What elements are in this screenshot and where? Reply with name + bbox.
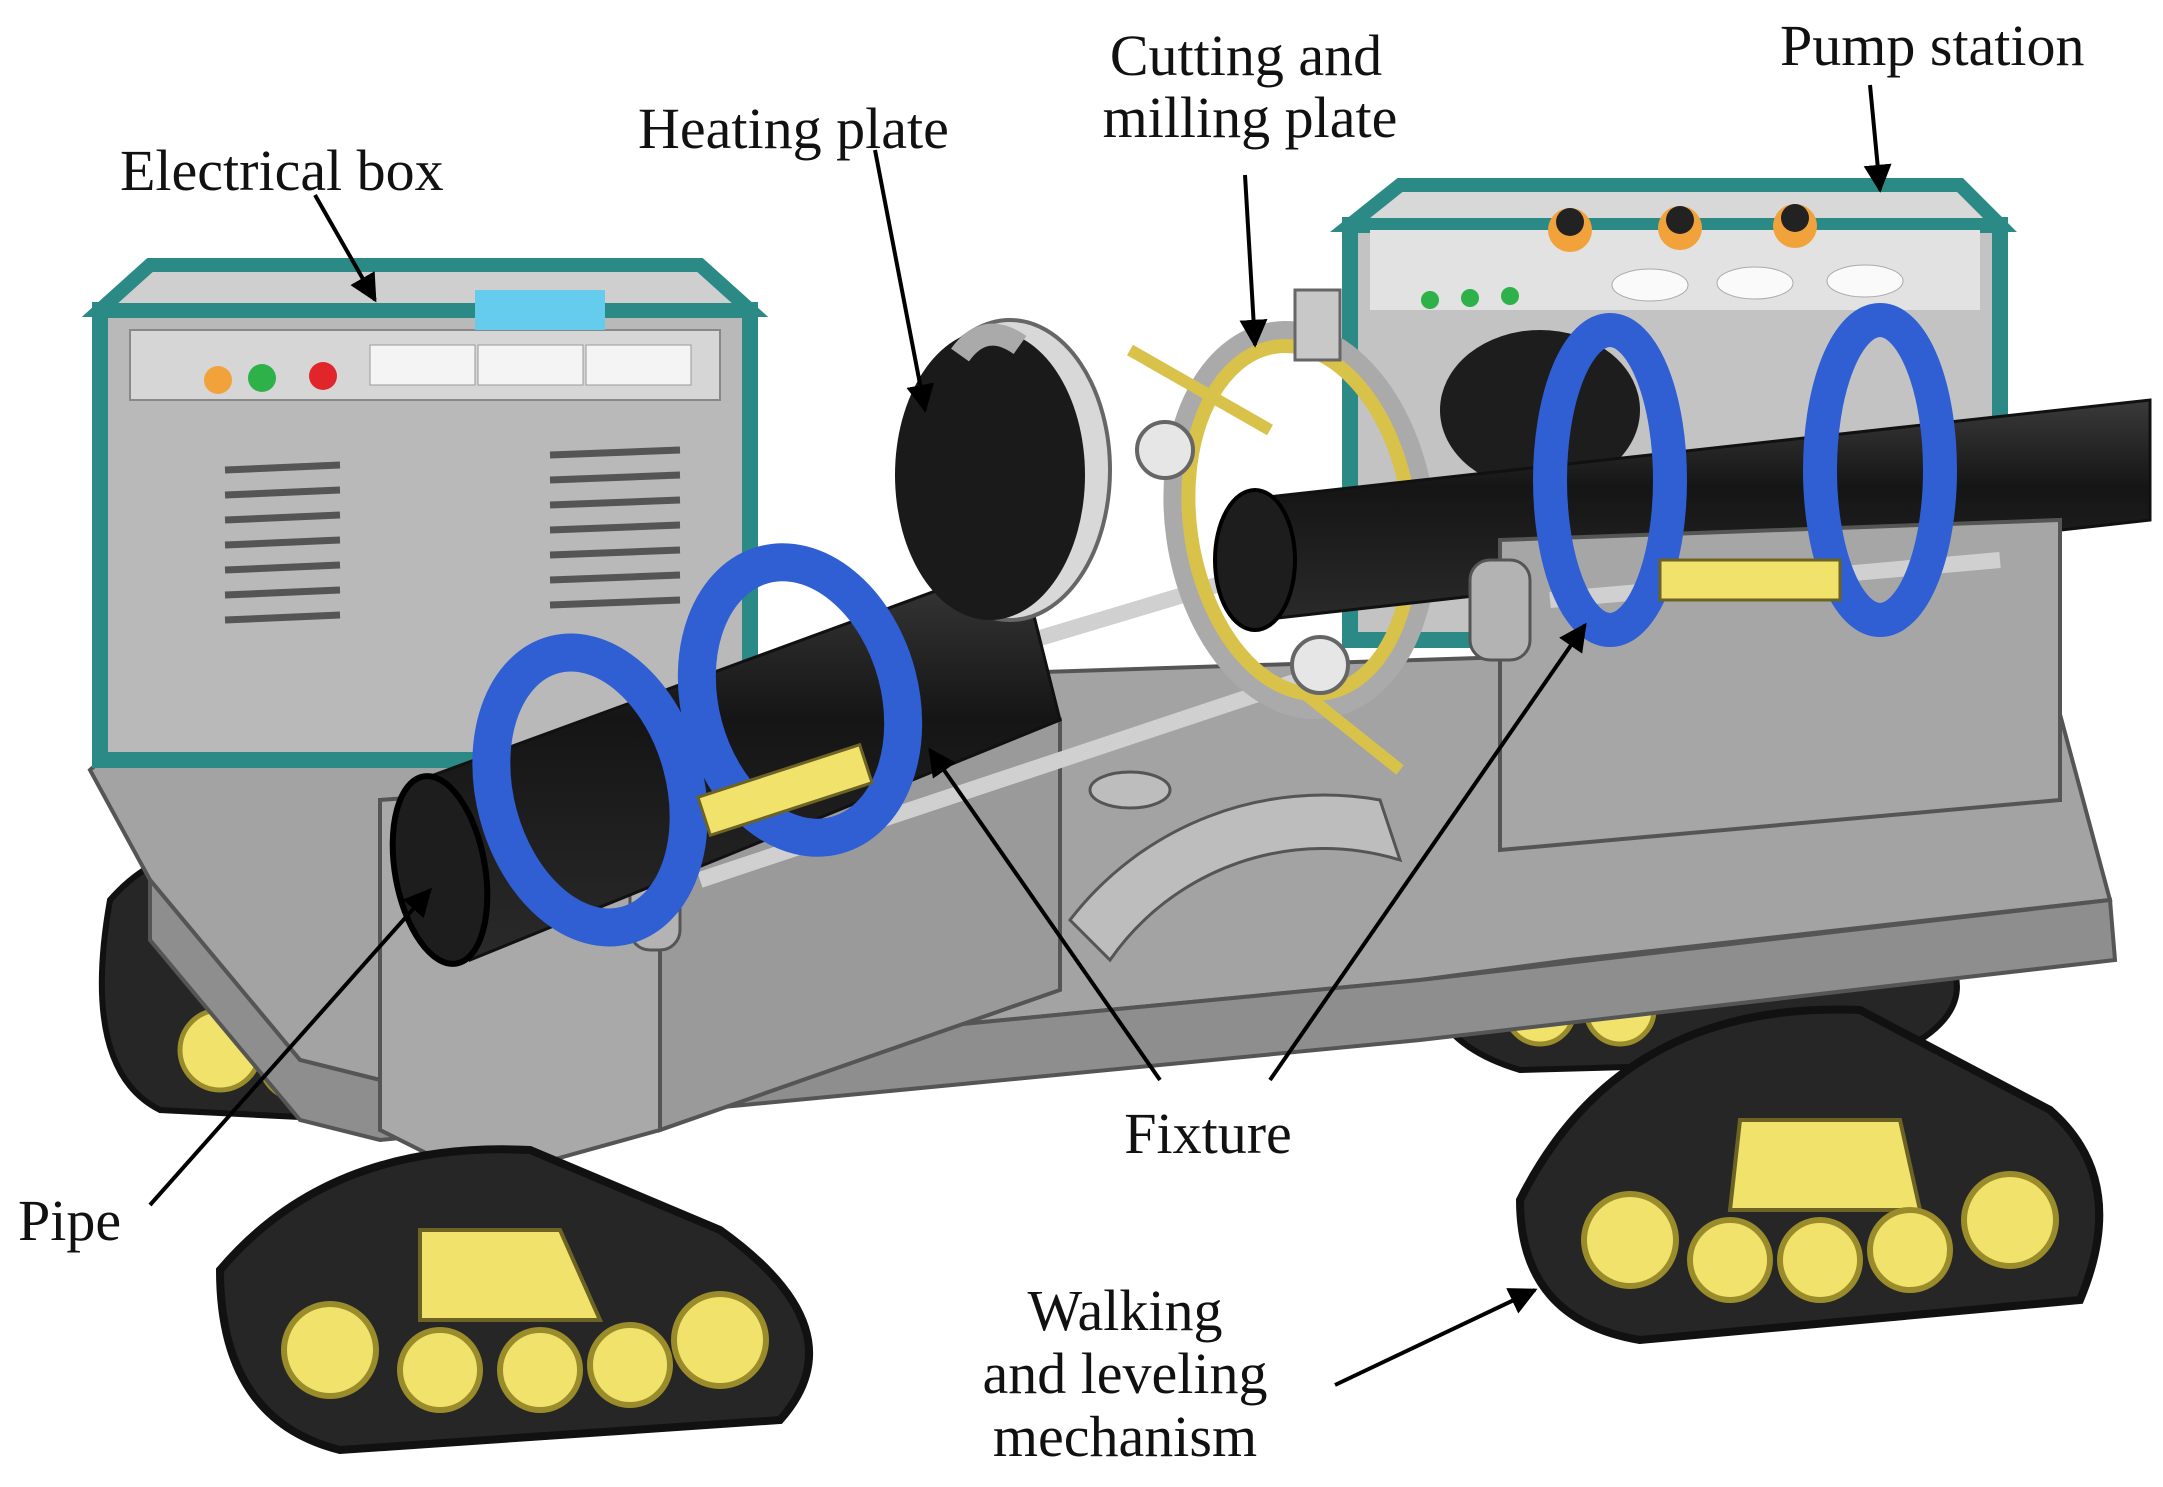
red-button-icon xyxy=(309,362,337,390)
arrow-pump-station xyxy=(1863,84,1892,193)
arrow-cutting-milling xyxy=(1239,174,1268,348)
vent-slats-right xyxy=(549,446,681,609)
arrow-electrical-box xyxy=(313,194,377,303)
arrow-heating-plate xyxy=(873,149,934,413)
arrow-fixture-left xyxy=(928,747,1162,1082)
label-electrical-box: Electrical box xyxy=(120,138,444,203)
label-fixture: Fixture xyxy=(1124,1101,1292,1166)
label-cutting-milling-line2: milling plate xyxy=(1103,85,1398,150)
electrical-box-screen xyxy=(475,290,605,330)
arrow-walking-leveling xyxy=(1334,1288,1538,1387)
track-front-left xyxy=(215,1145,814,1455)
orange-button-icon xyxy=(204,366,232,394)
heating-plate xyxy=(895,318,1112,622)
label-walking-line1: Walking xyxy=(1027,1278,1222,1343)
label-pump-station: Pump station xyxy=(1780,13,2085,78)
label-cutting-milling-line1: Cutting and xyxy=(1110,23,1382,88)
label-walking-line3: mechanism xyxy=(993,1404,1257,1469)
vent-slats-left xyxy=(224,461,341,624)
label-pipe: Pipe xyxy=(18,1188,121,1253)
right-clamp-assembly xyxy=(1213,303,2152,853)
left-clamp-assembly xyxy=(378,543,1303,1183)
label-walking-line2: and leveling xyxy=(982,1341,1267,1406)
track-front-right xyxy=(1515,1005,2104,1345)
walking-leveling-front xyxy=(215,1005,2104,1455)
label-heating-plate: Heating plate xyxy=(638,96,949,161)
leader-lines xyxy=(148,84,1892,1387)
callout-labels: Electrical box Heating plate Cutting and… xyxy=(18,13,2085,1469)
arrow-fixture-right xyxy=(1268,622,1587,1082)
arrow-pipe xyxy=(148,887,432,1207)
green-button-icon xyxy=(248,364,276,392)
